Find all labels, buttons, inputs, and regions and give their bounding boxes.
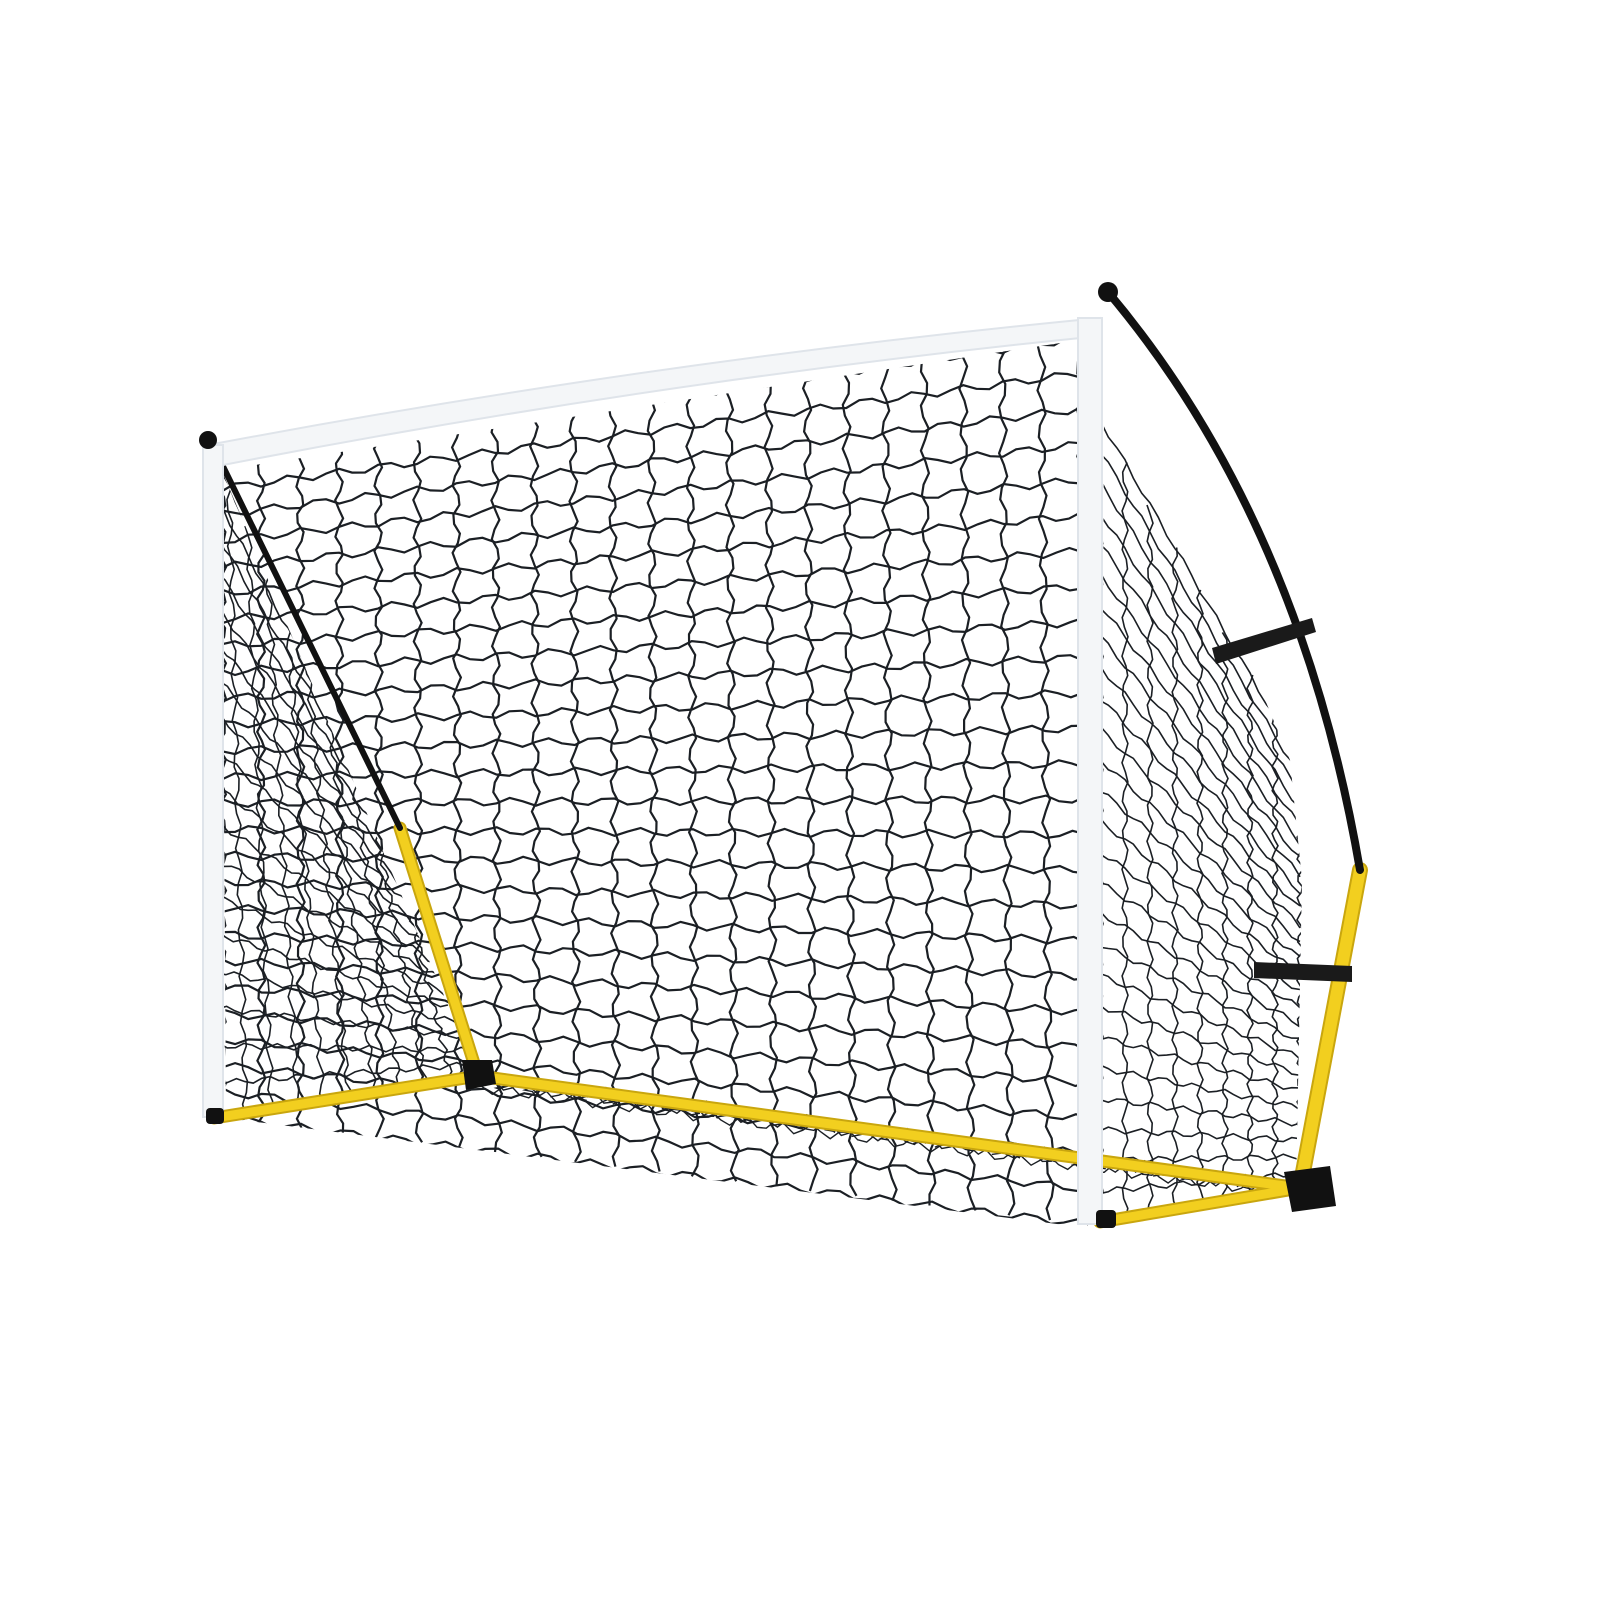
- net-strand: [1100, 607, 1301, 858]
- net-strand: [216, 896, 453, 996]
- net-strand: [1146, 504, 1154, 1215]
- net-strand: [222, 1038, 1088, 1121]
- net-strand: [1100, 571, 1301, 846]
- net-strand: [880, 365, 898, 1202]
- net-strand: [1271, 717, 1279, 1195]
- net-strand: [222, 850, 1087, 875]
- net-strand: [1100, 1004, 1301, 1076]
- net-strand: [264, 563, 300, 1108]
- frame-connectors: [199, 282, 1336, 1228]
- net-strand: [222, 724, 1085, 756]
- net-strand: [1100, 882, 1301, 1009]
- net-strand: [997, 348, 1016, 1216]
- net-strand: [412, 433, 425, 1143]
- net-strand: [294, 450, 307, 1129]
- net-strand: [214, 675, 427, 916]
- front-frame: [202, 316, 1103, 1225]
- net-strand: [222, 1086, 1088, 1193]
- net-strand: [1100, 543, 1301, 826]
- net-strand: [282, 601, 326, 1104]
- net-strand: [244, 525, 275, 1112]
- net-strand: [1100, 452, 1301, 775]
- net-strand: [1196, 589, 1204, 1207]
- net-strand: [215, 819, 444, 966]
- net-strand: [214, 787, 440, 957]
- net-strand: [1100, 1098, 1301, 1127]
- net-strand: [1100, 759, 1301, 943]
- net-strand: [214, 598, 418, 885]
- net-strand: [1100, 699, 1301, 907]
- net-strand: [222, 510, 1083, 596]
- net-strand: [1121, 462, 1129, 1219]
- net-strand: [222, 689, 1085, 729]
- net-strand: [222, 903, 1088, 945]
- net-strand: [372, 438, 385, 1138]
- net-strand: [646, 399, 661, 1172]
- net-strand: [1100, 791, 1301, 958]
- net-strand: [255, 455, 267, 1124]
- net-strand: [763, 383, 779, 1187]
- net-strand: [222, 584, 1083, 648]
- net-strand: [219, 1061, 474, 1087]
- net-strand: [723, 388, 740, 1182]
- net-strand: [222, 877, 1087, 910]
- net-strand: [528, 416, 543, 1158]
- net-strand: [1100, 478, 1301, 797]
- upper-supports: [211, 288, 1364, 874]
- net-straps: [1212, 618, 1352, 982]
- net-strand: [222, 824, 1086, 840]
- net-strand: [222, 340, 1081, 466]
- net-strand: [222, 984, 1088, 1053]
- ground-frame: [207, 821, 1368, 1229]
- net-strand: [222, 957, 1088, 1016]
- net-strand: [841, 371, 858, 1197]
- net-strand: [919, 360, 937, 1206]
- net-strand: [1221, 632, 1229, 1203]
- net-strand: [333, 445, 346, 1133]
- net-strand: [1171, 547, 1179, 1211]
- net-strand: [222, 477, 1082, 569]
- net-strand: [218, 1042, 470, 1054]
- net-strand: [490, 422, 504, 1153]
- net-strand: [606, 405, 622, 1167]
- net-strand: [301, 639, 352, 1100]
- net-strand: [1100, 1036, 1301, 1091]
- net-strand: [568, 410, 583, 1163]
- net-strand: [222, 546, 1083, 625]
- net-strand: [1100, 946, 1301, 1039]
- net-strand: [685, 393, 700, 1177]
- net-strand: [1100, 1170, 1301, 1195]
- net-strand: [222, 930, 1088, 981]
- net-strand: [380, 791, 453, 1083]
- net-strand: [222, 759, 1086, 782]
- net-strand: [214, 746, 436, 942]
- net-strand: [1036, 343, 1055, 1221]
- net-strand: [801, 377, 819, 1192]
- right-side-net: [1100, 420, 1302, 1220]
- net-strand: [958, 354, 977, 1211]
- net-strand: [1246, 674, 1254, 1199]
- net-strand: [1100, 1126, 1301, 1143]
- net-strand: [222, 1116, 1088, 1227]
